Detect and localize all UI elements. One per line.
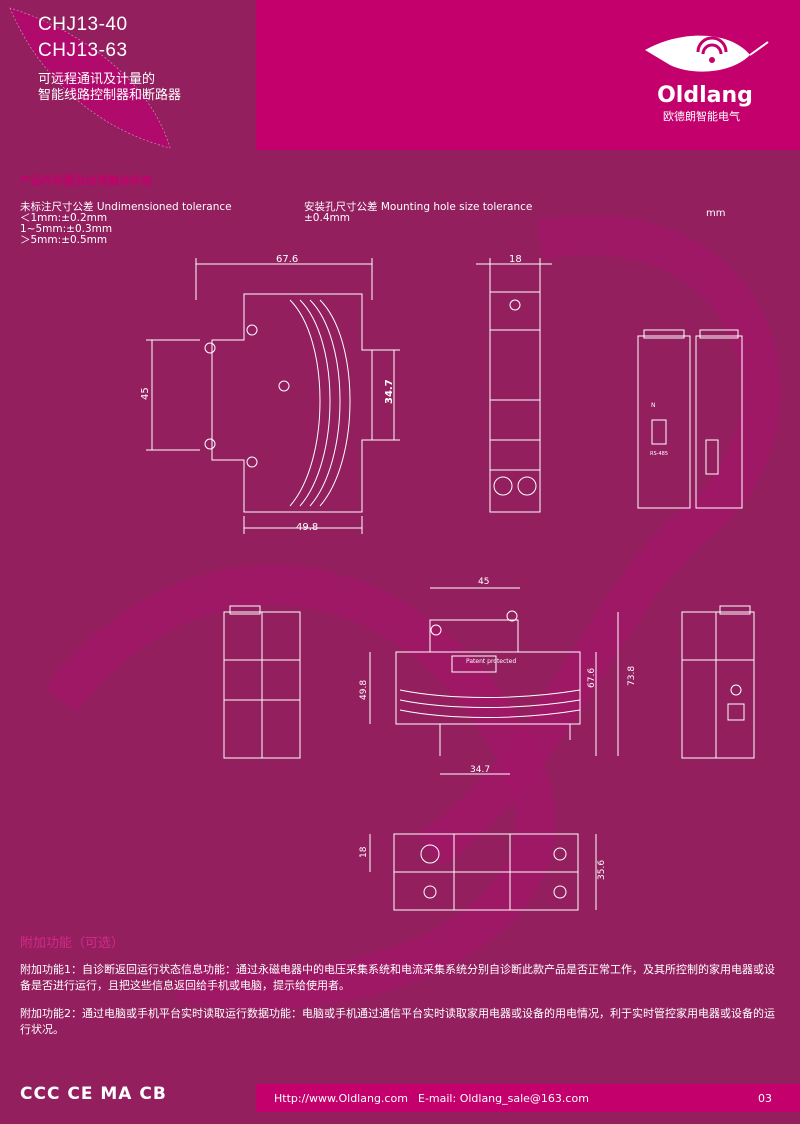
leaf-decoration: [9, 7, 171, 149]
side-view-top: [146, 258, 400, 534]
svg-text:49.8: 49.8: [359, 680, 369, 700]
svg-text:45: 45: [478, 577, 489, 587]
tolerance-line: 1~5mm:±0.3mm: [20, 223, 113, 235]
back-views-top: [637, 329, 743, 509]
svg-text:Oldlang: Oldlang: [657, 83, 753, 108]
svg-text:73.8: 73.8: [627, 666, 637, 686]
tolerance-right-title: 安装孔尺寸公差 Mounting hole size tolerance: [304, 201, 533, 213]
subtitle-2: 智能线路控制器和断路器: [38, 88, 182, 103]
svg-text:Patent protected: Patent protected: [466, 658, 516, 665]
certification-logos: CCC CE MA CB: [20, 1084, 167, 1104]
website-link[interactable]: Http://www.Oldlang.com: [274, 1092, 408, 1105]
tolerance-line: ±0.4mm: [304, 212, 350, 224]
subtitle-1: 可远程通讯及计量的: [38, 72, 156, 87]
svg-text:49.8: 49.8: [296, 522, 318, 533]
tolerance-line: ＞5mm:±0.5mm: [20, 234, 108, 246]
svg-text:RS-485: RS-485: [650, 451, 668, 457]
brand-name: 欧德朗智能电气: [663, 110, 740, 123]
footer: Http://www.Oldlang.com E-mail: Oldlang_s…: [256, 1084, 800, 1112]
extra-item-2: 附加功能2：通过电脑或手机平台实时读取运行数据功能：电脑或手机通过通信平台实时读…: [20, 1007, 775, 1036]
svg-text:67.6: 67.6: [276, 254, 298, 265]
svg-text:67.6: 67.6: [587, 668, 597, 688]
front-view-top: [476, 258, 552, 513]
side-view-center: [369, 587, 619, 775]
page-number: 03: [758, 1092, 772, 1105]
tolerance-left: 未标注尺寸公差 Undimensioned tolerance ＜1mm:±0.…: [20, 202, 232, 246]
unit-label: mm: [706, 208, 726, 219]
svg-text:N: N: [651, 402, 656, 409]
top-view-bottom: [369, 833, 597, 911]
svg-text:35.6: 35.6: [597, 860, 607, 880]
svg-text:18: 18: [359, 846, 369, 858]
tolerance-line: ＜1mm:±0.2mm: [20, 212, 108, 224]
header-right: [256, 0, 800, 150]
side-view-right: [681, 605, 755, 759]
side-view-left: [223, 605, 301, 759]
tolerance-left-title: 未标注尺寸公差 Undimensioned tolerance: [20, 201, 232, 213]
brand-logo: Oldlang: [645, 35, 769, 108]
model-1: CHJ13-40: [38, 14, 128, 35]
extra-item-1: 附加功能1：自诊断返回运行状态信息功能：通过永磁电器中的电压采集系统和电流采集系…: [20, 963, 775, 992]
extra-title: 附加功能（可选）: [20, 936, 125, 951]
section-title: 产品外形图及出货触点状态: [20, 174, 152, 187]
tolerance-right: 安装孔尺寸公差 Mounting hole size tolerance ±0.…: [304, 202, 532, 224]
model-2: CHJ13-63: [38, 40, 128, 61]
svg-text:18: 18: [509, 254, 522, 265]
email-link[interactable]: E-mail: Oldlang_sale@163.com: [418, 1092, 589, 1105]
header-left: CHJ13-40 CHJ13-63 可远程通讯及计量的 智能线路控制器和断路器: [0, 0, 256, 150]
svg-text:34.7: 34.7: [470, 765, 490, 775]
svg-text:45: 45: [140, 387, 151, 400]
svg-text:34.7: 34.7: [384, 379, 395, 404]
